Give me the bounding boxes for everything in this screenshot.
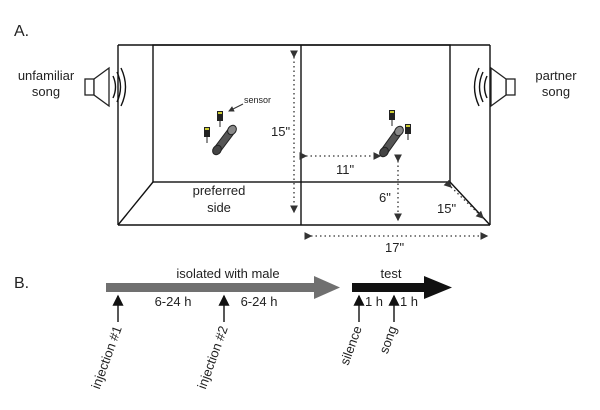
- depth-dim-label: 15": [437, 201, 456, 216]
- left-speaker-label-2: song: [32, 84, 60, 99]
- interval-label: 1 h: [365, 294, 383, 309]
- depth-dimension-line: [443, 179, 484, 219]
- left-speaker-label-1: unfamiliar: [18, 68, 75, 83]
- test-phase-arrow: [352, 276, 452, 299]
- sensor-icon: [204, 127, 210, 143]
- right-speaker-icon: [473, 66, 516, 108]
- interval-label: 1 h: [400, 294, 418, 309]
- preferred-side-label-2: side: [207, 200, 231, 215]
- event-label-silence: silence: [337, 324, 365, 367]
- gap-dim-label: 11": [336, 162, 354, 177]
- isolation-phase-arrow: [106, 276, 340, 299]
- phase2-label: test: [381, 266, 402, 281]
- right-speaker-label-1: partner: [535, 68, 577, 83]
- event-label-injection-2: injection #2: [194, 324, 231, 391]
- sensor-label: sensor: [244, 95, 271, 105]
- length-dim-label: 17": [385, 240, 404, 255]
- sensor-icon: [405, 124, 411, 140]
- panel-a-label: A.: [14, 23, 29, 40]
- panel-b-label: B.: [14, 275, 29, 292]
- event-label-song: song: [376, 324, 400, 356]
- phase1-label: isolated with male: [176, 266, 279, 281]
- sensor-icon: [389, 110, 395, 126]
- height-dim-label: 15": [271, 124, 290, 139]
- right-speaker-label-2: song: [542, 84, 570, 99]
- sensor-pointer-arrow: [228, 103, 244, 112]
- left-speaker-icon: [84, 66, 127, 108]
- sensor-icon: [217, 111, 223, 127]
- cage: [117, 44, 491, 226]
- right-perch: [379, 125, 404, 158]
- interval-label: 6-24 h: [155, 294, 192, 309]
- perch-height-dim-label: 6": [379, 190, 391, 205]
- event-label-injection-1: injection #1: [88, 324, 125, 391]
- preferred-side-label-1: preferred: [193, 183, 246, 198]
- left-perch: [212, 124, 237, 156]
- interval-label: 6-24 h: [241, 294, 278, 309]
